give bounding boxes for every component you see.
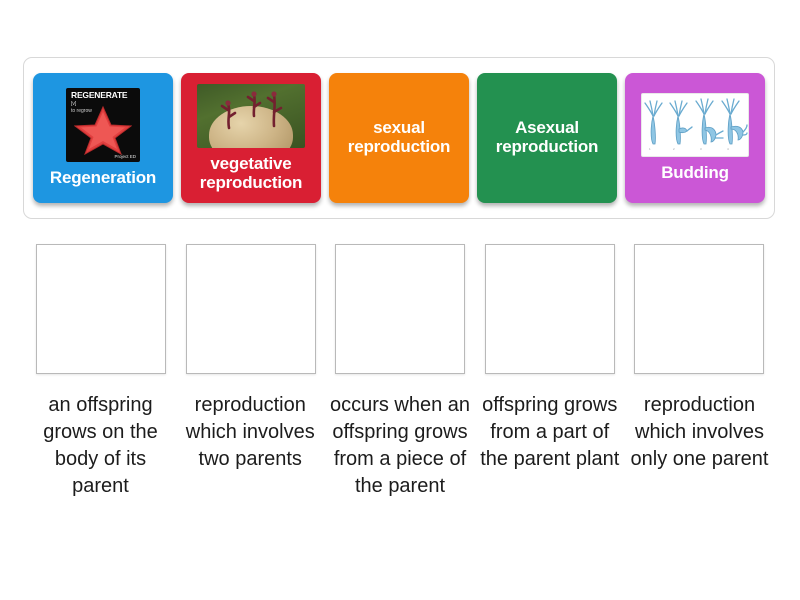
dropzone-1[interactable] [36,244,166,374]
svg-text:1: 1 [649,147,651,151]
draggable-tile-vegetative-reproduction[interactable]: vegetative reproduction [181,73,321,203]
dropzone-3[interactable] [335,244,465,374]
tile-label-line1: vegetative [210,153,292,173]
tile-tray: REGENERATE [v] to regrow Project ED Rege… [23,57,775,219]
draggable-tile-budding[interactable]: 1 2 3 4 Budding [625,73,765,203]
dropzone-2[interactable] [185,244,316,374]
tile-label: sexual reproduction [334,118,464,156]
tile-label-line1: sexual [373,118,425,138]
answer-text-1: an offspring grows on the body of its pa… [43,394,158,497]
potato-sprouts-icon [220,91,283,130]
hydra-figures-icon: 1 2 3 4 [644,98,748,151]
poster-pos-text: [v] [71,101,77,108]
svg-text:2: 2 [673,147,675,151]
draggable-tile-sexual-reproduction[interactable]: sexual reproduction [329,73,469,203]
answer-text-2: reproduction which involves two parents [185,394,315,470]
dropzone-row [36,244,764,374]
poster-title-text: REGENERATE [71,90,128,101]
svg-text:4: 4 [727,147,729,151]
tile-label-line2: reproduction [199,172,303,192]
hydra-budding-diagram-image: 1 2 3 4 [641,93,749,158]
sprouting-potato-image [197,83,305,148]
dropzone-5[interactable] [634,244,764,374]
starfish-icon [74,105,132,155]
answer-text-5: reproduction which involves only one par… [630,394,769,470]
tile-label-line1: Asexual [515,118,579,138]
tile-label-line2: reproduction [347,137,451,156]
svg-text:3: 3 [700,147,702,151]
potato-shape [209,105,293,148]
poster-logo-text: Project ED [114,153,136,159]
poster-definition-text: to regrow [71,108,92,115]
regenerate-starfish-poster-image: REGENERATE [v] to regrow Project ED [66,88,140,163]
answer-row: an offspring grows on the body of its pa… [28,392,772,500]
dropzone-4[interactable] [484,244,615,374]
tile-label: vegetative reproduction [186,153,316,192]
tile-label-line2: reproduction [495,137,599,156]
tile-label: Regeneration [49,168,157,188]
answer-text-3: occurs when an offspring grows from a pi… [329,394,471,497]
tile-label: Budding [661,163,729,183]
draggable-tile-asexual-reproduction[interactable]: Asexual reproduction [477,73,617,203]
tile-label: Asexual reproduction [482,118,612,156]
answer-text-4: offspring grows from a part of the paren… [480,394,620,470]
draggable-tile-regeneration[interactable]: REGENERATE [v] to regrow Project ED Rege… [33,73,173,203]
